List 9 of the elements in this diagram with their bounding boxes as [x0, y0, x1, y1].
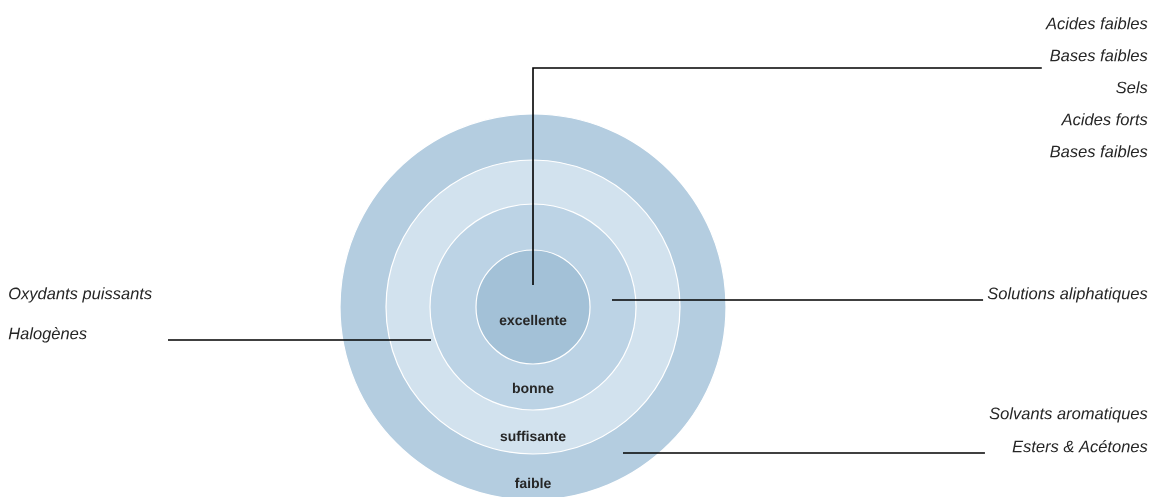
text-label: Solvants aromatiques Esters & Acétones [989, 407, 1148, 453]
leader-line [611, 299, 984, 301]
leader-line [167, 339, 432, 341]
text-label: Solutions aliphatiques [987, 287, 1148, 303]
leader-line [622, 452, 986, 454]
ring: excellente [475, 249, 591, 365]
text-label: Acides faibles Bases faibles Sels Acides forts Bases faibles [1045, 17, 1148, 158]
leader-line [532, 67, 1043, 286]
text-label: Oxydants puissants Halogènes [8, 287, 152, 343]
